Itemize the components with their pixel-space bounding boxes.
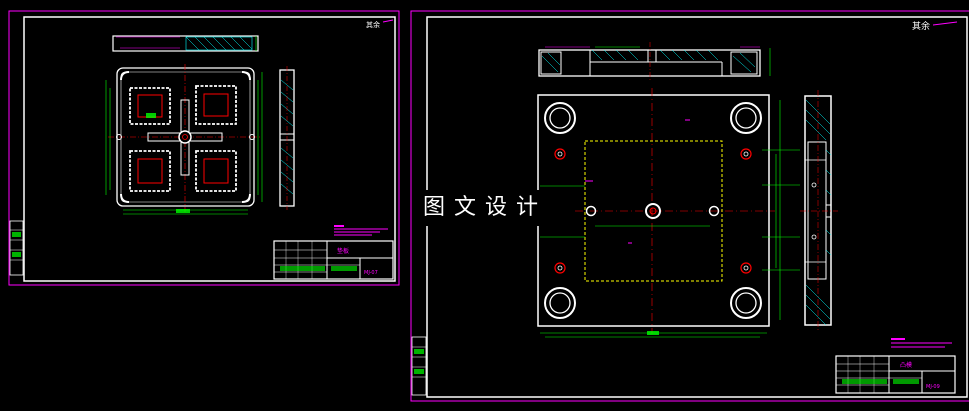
left-corner-label: 其余	[366, 20, 380, 29]
left-drawing-number: MJ-07	[364, 270, 378, 276]
left-side-section-view	[279, 66, 295, 210]
right-drawing-sheet: 其余	[410, 10, 969, 402]
left-technical-notes	[334, 225, 388, 236]
right-pin-holes	[554, 148, 752, 274]
left-pocket-top-left	[129, 87, 171, 125]
right-corner-label: 其余	[912, 20, 930, 32]
left-sheet-border	[8, 10, 400, 286]
right-sheet-border	[410, 10, 969, 402]
left-top-section-view	[112, 35, 259, 52]
right-title-name: 凸模	[900, 361, 912, 369]
left-drawing-sheet: 其余	[8, 10, 400, 286]
right-cavity-outline	[584, 140, 723, 282]
left-title-name: 垫板	[337, 247, 349, 255]
right-drawing-number: MJ-09	[926, 384, 940, 390]
right-technical-notes	[891, 338, 952, 348]
left-pocket-top-right	[195, 85, 237, 125]
right-margin-table	[411, 336, 427, 396]
left-pocket-bottom-left	[129, 150, 171, 192]
right-plan-view	[530, 88, 800, 338]
left-plan-view	[105, 64, 263, 215]
left-sheet-frame	[23, 16, 396, 282]
left-title-block: 垫板 MJ-07	[273, 240, 394, 280]
left-pocket-bottom-right	[195, 150, 237, 192]
left-margin-table	[9, 220, 24, 276]
watermark-label: 图文设计	[413, 190, 573, 226]
right-roughness-mark	[932, 21, 958, 26]
left-roughness-mark	[382, 19, 394, 23]
right-side-section-view	[800, 90, 838, 332]
right-corner-holes	[544, 102, 762, 319]
right-title-block: 凸模 MJ-09	[835, 355, 956, 394]
right-top-section-view	[538, 42, 771, 82]
